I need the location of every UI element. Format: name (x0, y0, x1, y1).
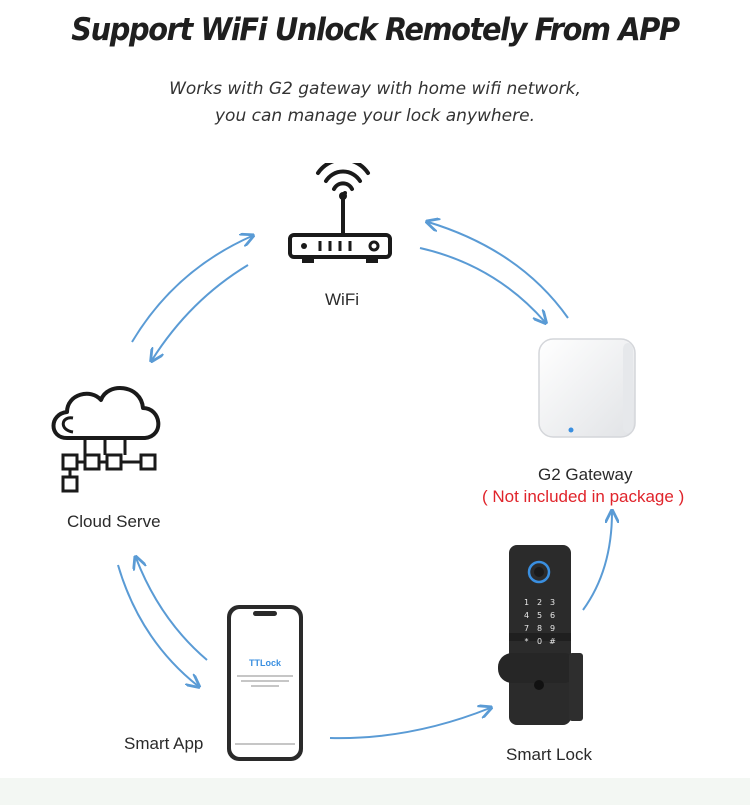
wifi-label: WiFi (325, 290, 359, 309)
page-title: Support WiFi Unlock Remotely From APP (71, 12, 680, 48)
key-5[interactable]: 5 (536, 611, 543, 620)
smartphone (227, 605, 303, 761)
arrow-app-to-lock (329, 708, 490, 740)
page-subtitle: Works with G2 gateway with home wifi net… (0, 76, 750, 130)
key-8[interactable]: 8 (536, 624, 543, 633)
arrow-lock-to-gateway (582, 512, 612, 611)
arrow-app-to-cloud (136, 558, 208, 661)
smart-lock-device (498, 545, 583, 725)
wifi-router-icon (288, 157, 392, 263)
key-3[interactable]: 3 (549, 598, 556, 607)
subtitle-line-1: Works with G2 gateway with home wifi net… (169, 79, 581, 99)
key-2[interactable]: 2 (536, 598, 543, 607)
cloud-node (45, 380, 170, 499)
key-1[interactable]: 1 (523, 598, 530, 607)
lock-keypad: 1 2 3 4 5 6 7 8 9 * 0 # (520, 598, 560, 647)
key-0[interactable]: 0 (536, 637, 543, 646)
app-node: TTLock (225, 603, 305, 767)
subtitle-line-2: you can manage your lock anywhere. (215, 106, 535, 126)
wifi-node (280, 157, 400, 277)
cloud-network-icon (51, 386, 161, 493)
bottom-band (0, 778, 750, 805)
arrow-cloud-to-wifi (131, 236, 252, 343)
lock-node: 1 2 3 4 5 6 7 8 9 * 0 # (495, 545, 585, 744)
app-screen-title: TTLock (248, 658, 281, 668)
gateway-node (535, 335, 640, 449)
gateway-led (568, 427, 574, 433)
arrow-wifi-to-cloud (152, 264, 249, 360)
lock-label: Smart Lock (506, 745, 592, 764)
gateway-label: G2 Gateway (538, 465, 633, 484)
key-9[interactable]: 9 (549, 624, 556, 633)
key-6[interactable]: 6 (549, 611, 556, 620)
gateway-note: ( Not included in package ) (482, 487, 685, 506)
key-7[interactable]: 7 (523, 624, 530, 633)
key-hash[interactable]: # (549, 637, 556, 646)
key-4[interactable]: 4 (523, 611, 530, 620)
app-label: Smart App (124, 734, 204, 753)
arrow-cloud-to-app (117, 564, 198, 686)
fingerprint-ring (527, 560, 551, 584)
gateway-device (538, 338, 636, 438)
key-star[interactable]: * (524, 637, 529, 646)
arrow-gateway-to-wifi (428, 222, 569, 319)
cloud-label: Cloud Serve (67, 512, 161, 531)
arrow-wifi-to-gateway (419, 247, 545, 322)
